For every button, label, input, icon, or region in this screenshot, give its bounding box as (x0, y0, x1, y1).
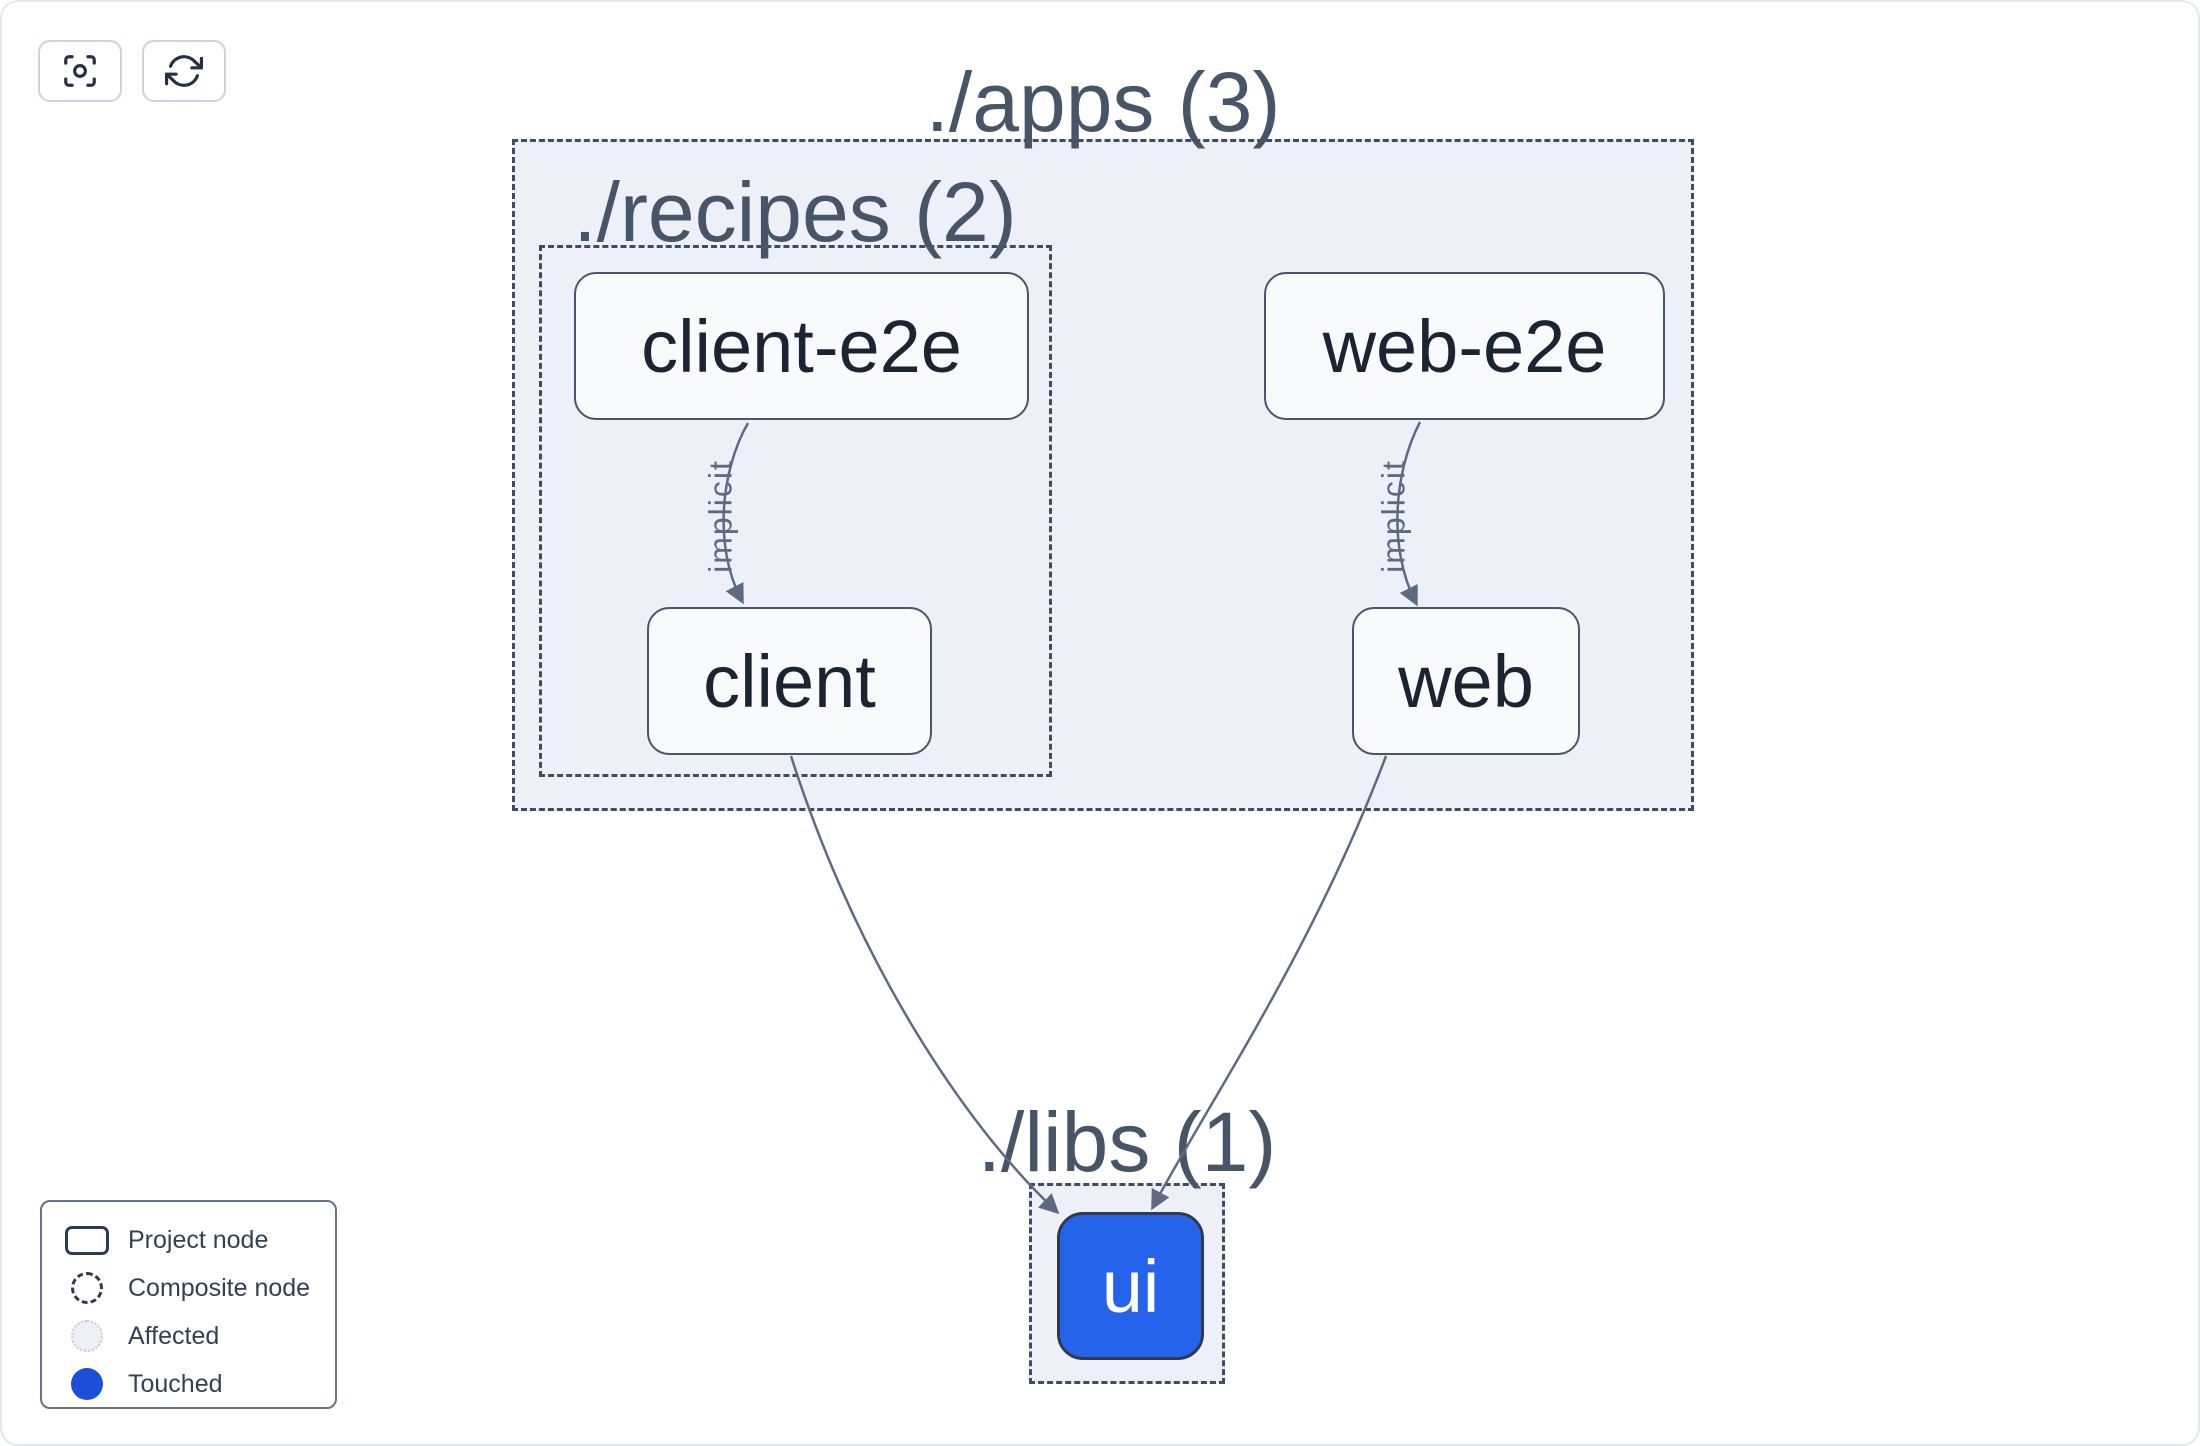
project-node-web[interactable]: web (1352, 607, 1580, 755)
legend-row-project-node: Project node (62, 1216, 335, 1264)
composite-box-recipes[interactable] (539, 245, 1052, 777)
legend-row-composite-node: Composite node (62, 1264, 335, 1312)
edge-web-e2e-to-web[interactable] (1396, 421, 1422, 607)
composite-node-swatch-icon (62, 1272, 112, 1304)
edge-web-to-ui[interactable] (1151, 755, 1388, 1211)
edge-client-to-ui[interactable] (789, 755, 1060, 1215)
legend-label: Project node (128, 1225, 269, 1254)
project-node-ui-touched[interactable]: ui (1057, 1212, 1204, 1360)
affected-swatch-icon (62, 1320, 112, 1352)
focus-button[interactable] (38, 40, 122, 102)
project-node-swatch-icon (62, 1225, 112, 1255)
legend: Project node Composite node Affected Tou… (40, 1200, 337, 1409)
legend-row-affected: Affected (62, 1312, 335, 1360)
crosshair-focus-icon (64, 55, 96, 87)
project-node-client-e2e[interactable]: client-e2e (574, 272, 1029, 420)
refresh-button[interactable] (142, 40, 226, 102)
legend-label: Touched (128, 1369, 223, 1398)
refresh-icon (165, 55, 203, 87)
legend-row-touched: Touched (62, 1360, 335, 1408)
edge-client-e2e-to-client[interactable] (722, 422, 750, 605)
legend-label: Affected (128, 1321, 220, 1350)
project-node-client[interactable]: client (647, 607, 932, 755)
touched-swatch-icon (62, 1368, 112, 1400)
legend-label: Composite node (128, 1273, 311, 1302)
project-node-web-e2e[interactable]: web-e2e (1264, 272, 1665, 420)
